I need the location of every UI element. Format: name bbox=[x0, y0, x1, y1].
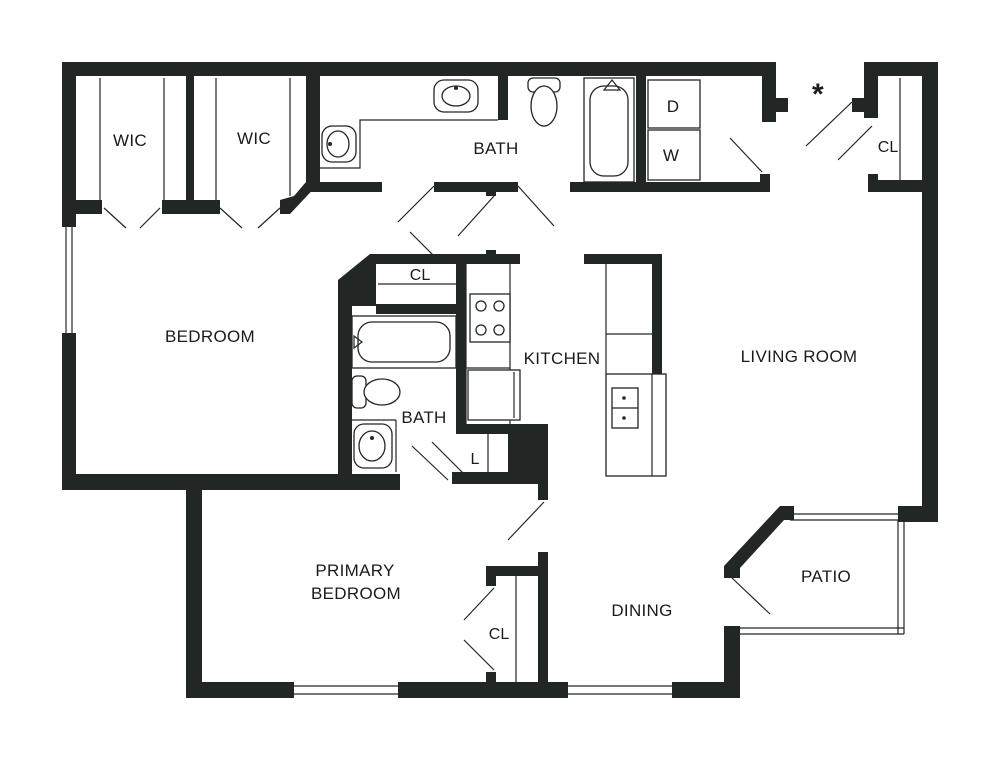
label-linen: L bbox=[471, 451, 480, 468]
sink-icon bbox=[433, 79, 479, 113]
dryer-icon bbox=[647, 79, 701, 129]
label-closet-entry: CL bbox=[878, 139, 899, 156]
label-dryer: D bbox=[667, 97, 680, 116]
label-primary-bedroom-2: BEDROOM bbox=[311, 584, 401, 603]
label-closet-primary: CL bbox=[489, 626, 510, 643]
doors bbox=[103, 101, 873, 671]
label-living-room: LIVING ROOM bbox=[741, 347, 858, 366]
label-wic-2: WIC bbox=[237, 129, 271, 148]
washer-icon bbox=[647, 129, 701, 181]
fixtures bbox=[321, 77, 701, 477]
exterior-walls bbox=[62, 62, 938, 698]
interior-walls bbox=[76, 76, 924, 698]
toilet-icon bbox=[351, 375, 401, 409]
sink-icon bbox=[353, 423, 393, 469]
label-wic-1: WIC bbox=[113, 131, 147, 150]
label-dining: DINING bbox=[611, 601, 672, 620]
label-closet-center: CL bbox=[410, 267, 431, 284]
bathtub-icon bbox=[583, 77, 635, 183]
closet-and-counter-lines bbox=[99, 78, 901, 682]
sink-icon bbox=[321, 125, 357, 163]
label-patio: PATIO bbox=[801, 567, 851, 586]
toilet-icon bbox=[527, 77, 561, 127]
stove-icon bbox=[469, 293, 511, 343]
label-bath-top: BATH bbox=[473, 139, 518, 158]
label-entry-marker: * bbox=[812, 78, 824, 111]
label-bedroom: BEDROOM bbox=[165, 327, 255, 346]
kitchen-island bbox=[605, 373, 667, 477]
bathtub-icon bbox=[351, 315, 457, 369]
label-kitchen: KITCHEN bbox=[524, 349, 601, 368]
label-bath-center: BATH bbox=[401, 408, 446, 427]
label-washer: W bbox=[663, 146, 679, 165]
room-labels: WIC WIC BATH D W * CL CL BEDROOM KITCHEN… bbox=[113, 78, 898, 643]
refrigerator-icon bbox=[467, 369, 521, 421]
label-primary-bedroom-1: PRIMARY bbox=[315, 561, 394, 580]
windows bbox=[65, 227, 905, 695]
